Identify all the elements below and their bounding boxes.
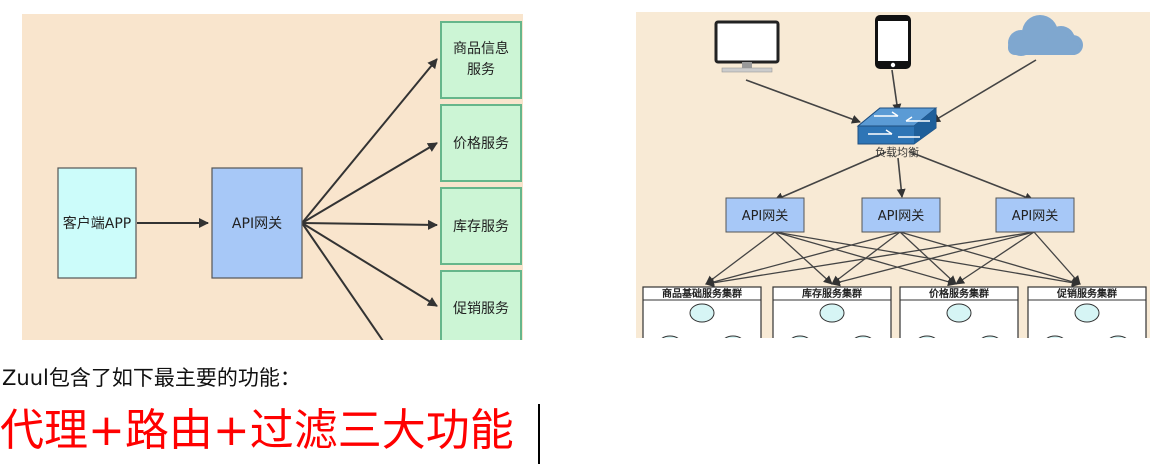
cloud-icon	[1008, 15, 1083, 56]
gateway-1-label: API网关	[742, 209, 789, 224]
cluster-promo-label: 促销服务集群	[1056, 287, 1117, 300]
api-gateway-diagram-svg: 客户端APP API网关 商品信息 服务 价格服务 库存服务 促销服务	[57, 21, 522, 340]
service-label-promo: 促销服务	[453, 301, 509, 317]
cluster-product-label: 商品基础服务集群	[662, 287, 742, 300]
gateway-to-product-arrow	[301, 58, 438, 224]
gateway-3-label: API网关	[1012, 209, 1059, 224]
cluster-price: 价格服务集群	[899, 286, 1019, 338]
gateway-to-stock-arrow	[301, 219, 438, 230]
service-node-promo: 促销服务	[440, 270, 522, 340]
monitor-icon	[714, 20, 780, 73]
gateway-to-offscreen-arrow	[301, 222, 384, 340]
load-balanced-diagram-svg: 负载均衡 API网关 API网关 API网关 商品基础服务集群 库存服务集群	[642, 15, 1147, 338]
service-label-product-1: 商品信息	[453, 40, 509, 57]
phone-icon	[875, 15, 911, 69]
client-node: 客户端APP	[57, 167, 137, 279]
service-node-price: 价格服务	[440, 104, 522, 182]
load-balanced-gateway-diagram: 负载均衡 API网关 API网关 API网关 商品基础服务集群 库存服务集群	[636, 12, 1150, 338]
cluster-stock: 库存服务集群	[772, 286, 892, 338]
load-balancer-label: 负载均衡	[875, 145, 919, 159]
service-label-stock: 库存服务	[453, 219, 509, 235]
device-connectors	[745, 59, 1037, 202]
service-label-price: 价格服务	[453, 136, 509, 152]
api-gateway-diagram: 客户端APP API网关 商品信息 服务 价格服务 库存服务 促销服务	[22, 14, 523, 340]
cluster-product: 商品基础服务集群	[642, 286, 762, 338]
gateway-to-price-arrow	[301, 142, 438, 224]
intro-text: Zuul包含了如下最主要的功能：	[2, 366, 301, 390]
cluster-price-label: 价格服务集群	[929, 287, 989, 300]
cluster-promo: 促销服务集群	[1027, 286, 1147, 338]
service-label-product-2: 服务	[467, 62, 495, 78]
cluster-stock-label: 库存服务集群	[802, 287, 862, 300]
gateway-cluster-mesh	[705, 231, 1081, 288]
gateway-label: API网关	[232, 216, 282, 232]
client-label: 客户端APP	[63, 215, 131, 232]
connectors	[137, 58, 438, 340]
gateway-node-2: API网关	[861, 197, 941, 233]
gateway-node-1: API网关	[725, 197, 805, 233]
service-node-stock: 库存服务	[440, 187, 522, 265]
router-icon	[856, 107, 938, 145]
highlight-text: 代理+路由+过滤三大功能	[0, 405, 514, 456]
gateway-node-3: API网关	[995, 197, 1075, 233]
gateway-2-label: API网关	[878, 209, 925, 224]
service-node-product: 商品信息 服务	[440, 21, 522, 99]
text-cursor	[538, 404, 540, 464]
gateway-to-promo-arrow	[301, 222, 438, 307]
gateway-node: API网关	[211, 167, 303, 279]
